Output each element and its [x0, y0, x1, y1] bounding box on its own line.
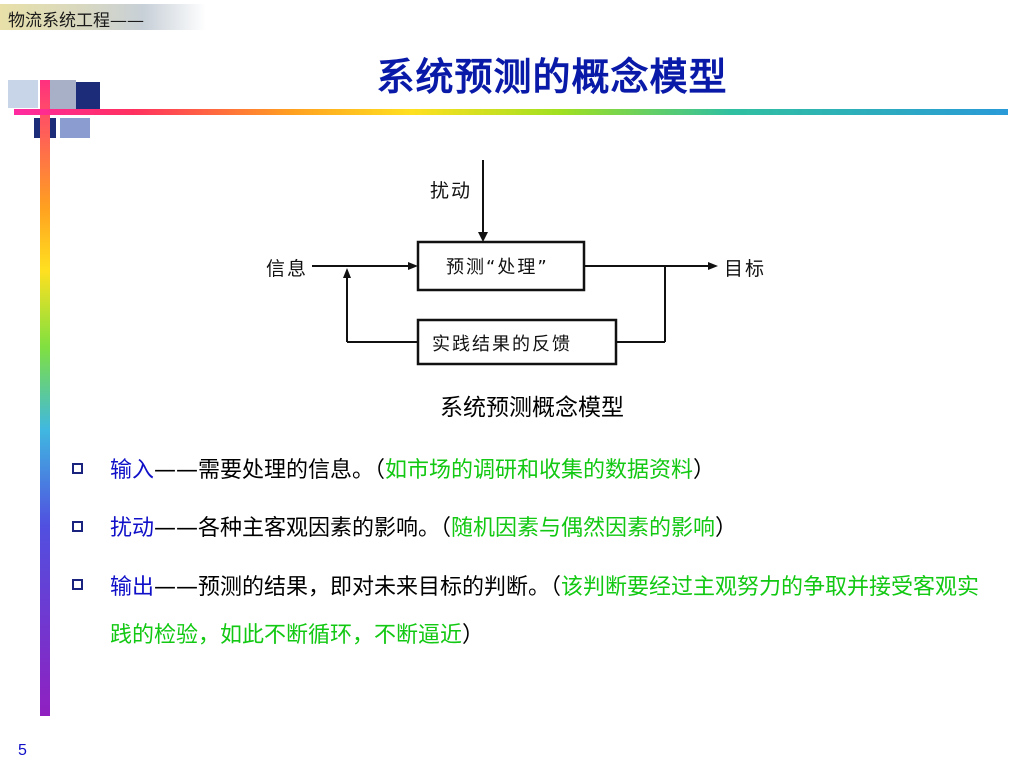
bullet-highlight: 如市场的调研和收集的数据资料: [385, 458, 694, 483]
bullet-close: ）: [693, 458, 716, 483]
bullet-close: ）: [715, 516, 738, 541]
deco-square-gray: [50, 80, 76, 110]
page-number: 5: [18, 742, 27, 759]
title-underline: [14, 109, 1008, 115]
label-feedback: 实践结果的反馈: [432, 334, 572, 355]
label-information: 信息: [266, 258, 309, 280]
label-disturbance: 扰动: [430, 180, 473, 202]
label-process: 预测“处理”: [446, 257, 549, 278]
bullet-output: 输出——预测的结果，即对未来目标的判断。（该判断要经过主观努力的争取并接受客观实…: [70, 564, 1000, 660]
disturbance-arrowhead: [478, 232, 488, 242]
deco-square-dark: [76, 82, 100, 110]
square-bullet-icon: [72, 463, 83, 474]
banner-text: 物流系统工程——: [8, 11, 144, 31]
output-arrowhead: [708, 262, 718, 270]
bullet-dash: ——: [154, 516, 199, 541]
bullet-highlight: 该判断要经过主观努力的争取并接受客观实践的检验，如此不断循环，不断逼近: [110, 575, 980, 648]
bullet-text: 各种主客观因素的影响。（: [198, 516, 452, 541]
bullet-keyword: 输出: [110, 575, 155, 600]
bullet-dash: ——: [154, 458, 199, 483]
bullet-text: 需要处理的信息。（: [198, 458, 386, 483]
bullet-dash: ——: [154, 575, 199, 600]
square-bullet-icon: [72, 579, 83, 590]
vertical-gradient-bar: [40, 80, 50, 716]
feedback-box: [416, 318, 618, 366]
feedback-arrowhead: [343, 268, 351, 278]
diagram-caption: 系统预测概念模型: [440, 395, 624, 421]
header-banner: 物流系统工程——: [0, 4, 206, 31]
bullet-keyword: 输入: [110, 458, 155, 483]
square-bullet-icon: [72, 521, 83, 532]
bullet-list: 输入——需要处理的信息。（如市场的调研和收集的数据资料） 扰动——各种主客观因素…: [70, 448, 1000, 672]
bullet-highlight: 随机因素与偶然因素的影响: [451, 516, 716, 541]
label-target: 目标: [724, 258, 767, 280]
bullet-disturbance: 扰动——各种主客观因素的影响。（随机因素与偶然因素的影响）: [70, 506, 1000, 552]
bullet-close: ）: [462, 623, 485, 648]
bullet-text: 预测的结果，即对未来目标的判断。（: [198, 575, 562, 600]
bullet-input: 输入——需要处理的信息。（如市场的调研和收集的数据资料）: [70, 448, 1000, 494]
deco-square-light: [8, 80, 38, 108]
page-title: 系统预测的概念模型: [376, 55, 728, 99]
bullet-keyword: 扰动: [110, 516, 155, 541]
input-arrowhead: [408, 262, 418, 270]
deco-square-blue: [60, 118, 90, 138]
